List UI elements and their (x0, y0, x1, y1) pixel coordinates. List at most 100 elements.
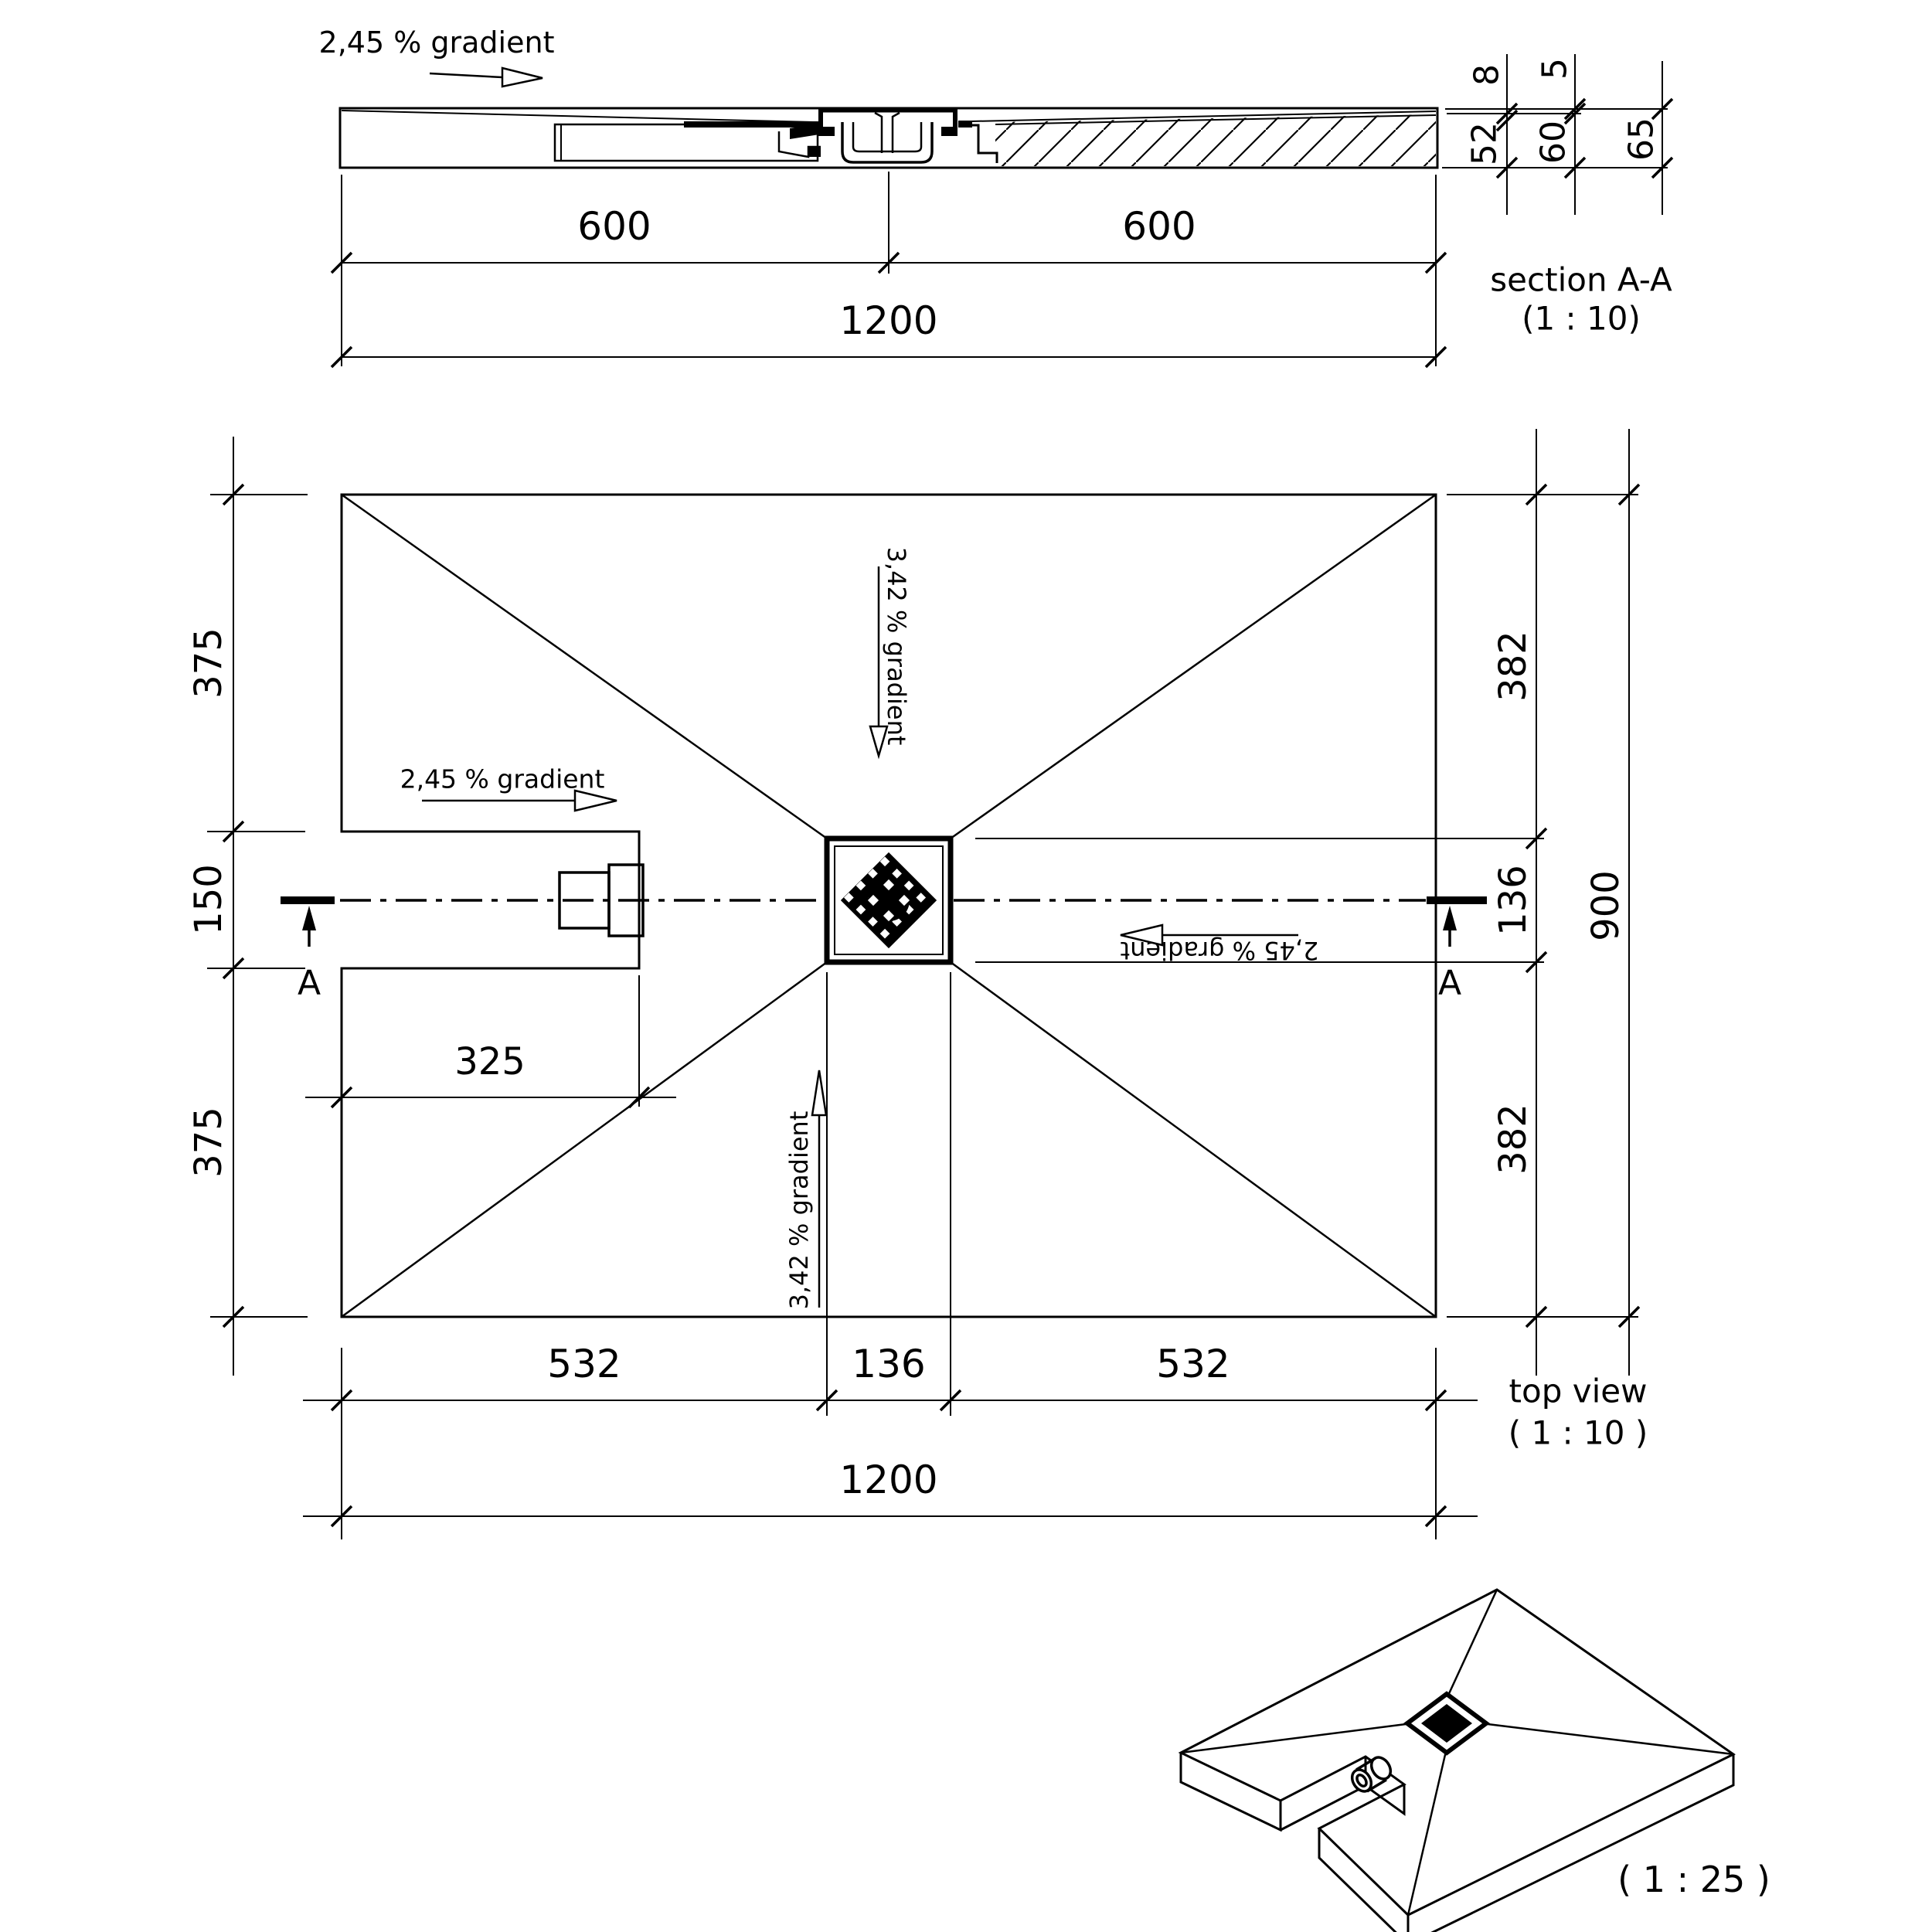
left-dimensions: 375 150 375 (187, 437, 308, 1376)
board-outline (340, 493, 1437, 1318)
dim-tick (1525, 951, 1548, 974)
dim-900: 900 (1584, 870, 1628, 941)
dim-tick (1617, 1305, 1641, 1328)
left-clamp (790, 124, 819, 139)
dim-65: 65 (1622, 117, 1662, 161)
dim-tick (1495, 102, 1519, 125)
dim-tick (1651, 156, 1674, 179)
dim-tick (222, 483, 245, 506)
gradient-arrow-icon (811, 1070, 828, 1117)
drain-grate (824, 835, 954, 965)
iso-left-side-face (1179, 1753, 1282, 1832)
iso-scale: ( 1 : 25 ) (1617, 1859, 1770, 1900)
dim-136-right: 136 (1492, 865, 1535, 936)
left-seal (808, 147, 821, 157)
dim-8: 8 (1468, 64, 1507, 86)
dim-tick (222, 1305, 245, 1328)
right-bracket (958, 124, 998, 163)
dim-60: 60 (1534, 121, 1573, 164)
dim-600-left: 600 (577, 204, 651, 249)
dim-tick (1525, 1305, 1548, 1328)
section-drain-assembly (553, 107, 998, 164)
section-title: section A-A (1490, 261, 1672, 299)
dim-tick (1424, 345, 1447, 369)
dim-136-bottom: 136 (852, 1342, 925, 1386)
dim-382-bottom: 382 (1492, 1104, 1535, 1175)
isometric-view: ( 1 : 25 ) (1178, 1588, 1770, 1932)
dim-tick (222, 820, 245, 843)
funnel (874, 111, 900, 153)
dim-tick (1525, 483, 1548, 506)
dim-tick (330, 251, 353, 274)
section-arrow-icon (1443, 906, 1457, 930)
iso-near-right-face (1406, 1754, 1735, 1932)
section-marker-left: A (281, 896, 335, 1003)
gradient-annotation-top: 3,42 % gradient (869, 547, 911, 760)
dim-tick (1424, 1389, 1447, 1412)
dim-tick (1651, 97, 1674, 121)
dim-1200: 1200 (839, 298, 937, 343)
top-view-title: top view (1509, 1372, 1648, 1410)
top-view: A A 2,45 % gradient 3,42 % gradient 2,45… (187, 429, 1648, 1539)
gradient-label: 2,45 % gradient (400, 764, 605, 794)
dim-tick (1563, 97, 1587, 121)
gradient-arrow-icon (501, 66, 543, 88)
section-scale: (1 : 10) (1522, 300, 1641, 338)
dim-375-bottom: 375 (187, 1107, 230, 1178)
gradient-annotation-right: 2,45 % gradient (1120, 923, 1318, 965)
dim-tick (1563, 156, 1587, 179)
dim-tick (1495, 156, 1519, 179)
dim-150: 150 (187, 864, 230, 935)
dim-tick (815, 1389, 838, 1412)
dimension-ticks (222, 97, 1674, 1528)
dim-532-right: 532 (1156, 1342, 1230, 1386)
gradient-annotation-left: 2,45 % gradient (400, 764, 617, 812)
dim-tick (1563, 102, 1587, 125)
iso-outlet-pipe (1350, 1756, 1393, 1793)
dim-tick (628, 1086, 651, 1109)
dim-tick (330, 345, 353, 369)
section-marker-right: A (1427, 896, 1487, 1003)
notch-dimension: 325 (305, 975, 676, 1107)
dim-1200-bottom: 1200 (839, 1458, 937, 1502)
dim-tick (330, 1086, 353, 1109)
bottom-dimensions: 532 136 532 1200 (303, 972, 1478, 1539)
gradient-arrow-line (429, 72, 503, 79)
gradient-arrow-icon (1120, 923, 1164, 947)
section-marker-letter: A (1438, 964, 1461, 1003)
dim-tick (939, 1389, 962, 1412)
dim-tick (222, 957, 245, 980)
sloped-surface-left (341, 110, 814, 123)
dim-tick (1525, 827, 1548, 850)
dim-375-top: 375 (187, 628, 230, 699)
top-view-scale: ( 1 : 10 ) (1509, 1414, 1648, 1452)
dim-tick (1495, 109, 1519, 132)
section-view: 2,45 % gradient (319, 26, 1672, 366)
screed-hatch-area (995, 114, 1436, 166)
slope-ridge-lines (341, 493, 1437, 1318)
sloped-surface-right1 (970, 111, 1437, 122)
dim-382-top: 382 (1492, 631, 1535, 702)
dim-325: 325 (454, 1040, 526, 1083)
dim-tick (1424, 1505, 1447, 1528)
trap-inner (852, 122, 923, 153)
top-view-title-block: top view ( 1 : 10 ) (1509, 1372, 1648, 1452)
dim-tick (1424, 251, 1447, 274)
gradient-annotation-bottom: 3,42 % gradient (784, 1070, 828, 1310)
dim-tick (877, 251, 900, 274)
dim-tick (1617, 483, 1641, 506)
channel-seal (684, 121, 819, 128)
iso-ridge-lines (1180, 1589, 1734, 1916)
dim-5: 5 (1536, 58, 1575, 80)
dim-tick (330, 1389, 353, 1412)
section-thickness-dimensions: 8 52 5 60 65 (1442, 54, 1668, 215)
dim-532-left: 532 (547, 1342, 621, 1386)
section-marker-letter: A (298, 964, 321, 1003)
section-gradient-label: 2,45 % gradient (319, 26, 555, 60)
gradient-label: 3,42 % gradient (784, 1111, 814, 1310)
outlet-fitting (558, 863, 645, 937)
right-dimensions: 382 136 382 900 (975, 429, 1638, 1376)
section-tray (338, 107, 1439, 169)
